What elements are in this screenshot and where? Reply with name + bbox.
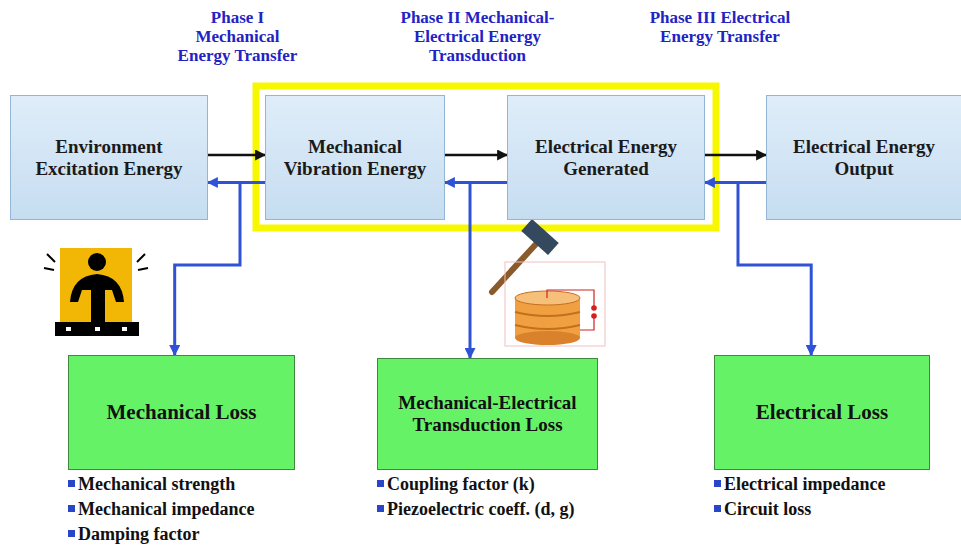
terminal-dot [591,305,597,311]
bullet-text: Electrical impedance [724,474,885,494]
motion-line [47,254,55,262]
box-text: Electrical Loss [756,400,888,424]
terminal-dot [591,313,597,319]
phase-heading: Phase II Mechanical-Electrical Energy Tr… [380,8,575,66]
ground-mark [122,327,127,331]
icon-backdrop [60,248,132,330]
phase-heading: Phase I Mechanical Energy Transfer [170,8,305,66]
bullet-square [377,480,384,487]
flow-arrow [470,183,507,359]
bullet-square [68,505,75,512]
energy-box: Mechanical Vibration Energy [265,95,445,220]
cylinder-band [515,325,580,329]
bullet-text: Damping factor [78,524,199,544]
sample-frame [505,262,605,346]
highlight-frame [256,86,716,228]
flow-arrow [705,154,766,157]
motion-line [137,254,145,262]
loss-box: Mechanical-Electrical Transduction Loss [377,358,598,470]
bullet-text: Mechanical strength [78,474,235,494]
worker-head [88,253,106,271]
bullet-text: Coupling factor (k) [387,474,535,494]
electrode-wire [580,318,594,330]
bullet-row: Mechanical impedance [68,499,254,521]
jackhammer-body [91,288,105,322]
motion-line [44,268,54,270]
bullet-row: Damping factor [68,524,199,546]
bullet-row: Mechanical strength [68,474,235,496]
phase-heading: Phase III Electrical Energy Transfer [645,8,795,46]
box-text: Mechanical Vibration Energy [280,136,430,180]
flow-arrow [445,154,507,157]
ground-mark [95,327,100,331]
bullet-text: Piezoelectric coeff. (d, g) [387,499,574,519]
box-text: Electrical Energy Output [781,136,947,180]
bullet-square [377,505,384,512]
energy-box: Environment Excitation Energy [10,95,208,220]
hammer-head [521,219,558,255]
energy-box: Electrical Energy Generated [507,95,705,220]
flow-arrow [208,154,265,157]
bullet-row: Electrical impedance [714,474,885,496]
bullet-square [68,530,75,537]
ground-mark [66,327,71,331]
bullet-square [714,480,721,487]
bullet-square [714,505,721,512]
bullet-text: Circuit loss [724,499,811,519]
box-text: Mechanical Loss [107,400,257,424]
bullet-row: Piezoelectric coeff. (d, g) [377,499,574,521]
bullet-row: Circuit loss [714,499,811,521]
energy-box: Electrical Energy Output [766,95,961,220]
bullet-square [68,480,75,487]
cylinder-band [515,312,580,316]
loss-box: Mechanical Loss [68,355,295,470]
piezo-cylinder [505,262,605,346]
hammer-icon [492,219,559,292]
electrode-wire [547,290,594,306]
cylinder-bottom [515,331,580,345]
ground-block [55,322,139,336]
motion-line [138,268,148,270]
hammer-handle [492,244,536,292]
bullet-text: Mechanical impedance [78,499,254,519]
worker-icon [44,248,148,336]
box-text: Electrical Energy Generated [522,136,690,180]
box-text: Mechanical-Electrical Transduction Loss [392,392,583,436]
box-text: Environment Excitation Energy [25,136,193,180]
bullet-row: Coupling factor (k) [377,474,535,496]
loss-box: Electrical Loss [714,355,930,470]
